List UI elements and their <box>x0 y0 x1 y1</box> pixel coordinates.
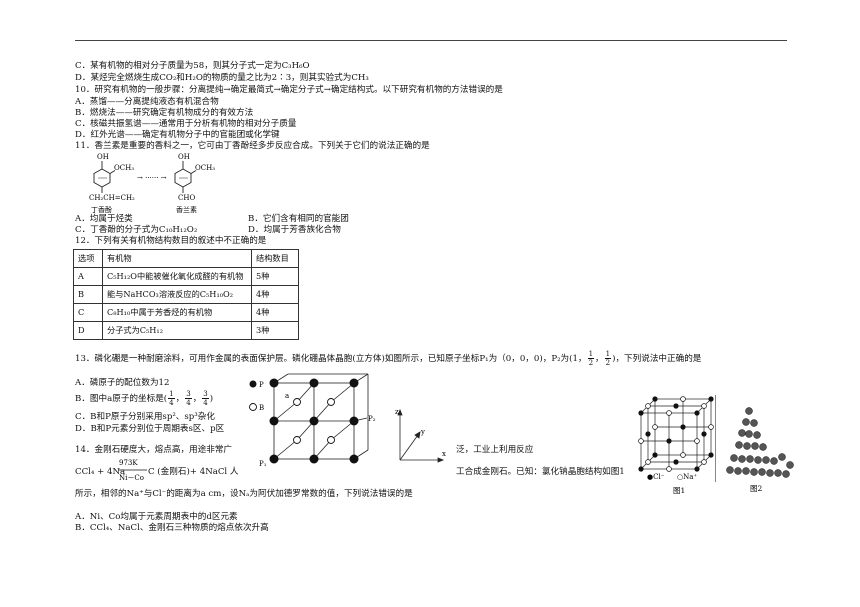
p-atom-legend <box>249 380 257 388</box>
table-cell: 4种 <box>251 285 299 304</box>
table-header: 选项 <box>73 249 103 268</box>
table-cell: 分子式为C₅H₁₂ <box>102 321 252 340</box>
label-a: a <box>285 392 289 400</box>
svg-text:z: z <box>395 408 399 416</box>
table-header-row: 选项 有机物 结构数目 <box>73 249 299 268</box>
option-c: C．B和P原子分别采用sp²、sp³杂化 <box>75 412 215 422</box>
svg-text:P: P <box>259 381 264 389</box>
figure-2-caption: 图2 <box>750 484 762 493</box>
figure-1-caption: 图1 <box>673 486 685 495</box>
table-cell: 4种 <box>251 303 299 322</box>
och3-label: OCH₃ <box>114 164 134 172</box>
svg-text:Ni－Co: Ni－Co <box>119 474 144 482</box>
table-row: A C₅H₁₂O中能被催化氧化成醛的有机物 5种 <box>73 267 299 286</box>
table-cell: B <box>73 285 103 304</box>
question-11: 11．香兰素是重要的香料之一，它可由丁香酚经多步反应合成。下列关于它们的说法正确… <box>75 141 430 151</box>
legend-cl: ●Cl⁻ <box>647 473 665 481</box>
option-a: A．蒸馏——分离提纯液态有机混合物 <box>75 97 219 107</box>
table-cell: 能与NaHCO₃溶液反应的C₅H₁₀O₂ <box>102 285 252 304</box>
vanillin-name: 香兰素 <box>176 205 197 214</box>
och3-label: OCH₃ <box>195 164 215 172</box>
oh-label: OH <box>178 153 190 161</box>
svg-text:973K: 973K <box>119 459 138 467</box>
table-cell: C₈H₁₀中属于芳香烃的有机物 <box>102 303 252 322</box>
table-cell: A <box>73 267 103 286</box>
table-cell: C <box>73 303 103 322</box>
oh-label: OH <box>97 153 109 161</box>
option-a: A．均属于烃类 <box>75 214 133 224</box>
reaction-equation-lhs: CCl₄ + 4Na <box>75 467 126 477</box>
text-line: C．某有机物的相对分子质量为58，则其分子式一定为C₃H₆O <box>75 61 310 71</box>
option-d: D．B和P元素分别位于周期表s区、p区 <box>75 424 225 434</box>
option-b: B．燃烧法——研究确定有机物成分的有效方法 <box>75 108 254 118</box>
svg-text:y: y <box>420 428 425 436</box>
table-cell: 5种 <box>251 267 299 286</box>
question-12: 12．下列有关有机物结构数目的叙述中不正确的是 <box>75 236 267 246</box>
stem-text: 13．磷化硼是一种耐磨涂料，可用作金属的表面保护层。磷化硼晶体晶胞(立方体)如图… <box>75 354 587 364</box>
question-13: 13．磷化硼是一种耐磨涂料，可用作金属的表面保护层。磷化硼晶体晶胞(立方体)如图… <box>75 350 702 367</box>
reaction-arrow: → ······ → <box>137 174 167 182</box>
question-14: 14．金刚石硬度大，熔点高，用途非常广 <box>75 445 233 455</box>
option-d: D．均属于芳香族化合物 <box>248 225 341 235</box>
nacl-cell-figure: ●Cl⁻ ○Na⁺ 图1 <box>638 396 714 495</box>
option-a: A．磷原子的配位数为12 <box>75 378 170 388</box>
legend-na: ○Na⁺ <box>677 473 697 481</box>
question-14-cont: 所示，相邻的Na⁺与Cl⁻的距离为a cm，设Nₐ为阿伏加德罗常数的值，下列说法… <box>75 489 413 499</box>
question-14-cont: 工合成金刚石。已知：氯化钠晶胞结构如图1 <box>456 467 625 477</box>
boron-phosphide-cell: P B a P₂ P₁ <box>249 373 376 468</box>
reaction-conditions: 973K Ni－Co <box>118 459 147 482</box>
nacl-packing-figure: 图2 <box>726 407 794 493</box>
option-c: C．核磁共振氢谱——通常用于分析有机物的相对分子质量 <box>75 119 297 129</box>
b-atom-legend <box>249 403 257 411</box>
option-b: B．它们含有相同的官能团 <box>248 214 349 224</box>
table-row: B 能与NaHCO₃溶液反应的C₅H₁₀O₂ 4种 <box>73 285 299 304</box>
text-line: D．某烃完全燃烧生成CO₂和H₂O的物质的量之比为2∶3，则其实验式为CH₃ <box>75 73 369 83</box>
table-cell: C₅H₁₂O中能被催化氧化成醛的有机物 <box>102 267 252 286</box>
table-cell: D <box>73 321 103 340</box>
reaction-equation-rhs: C (金刚石)+ 4NaCl 人 <box>148 467 239 477</box>
figure-divider <box>715 395 716 482</box>
question-10: 10．研究有机物的一般步骤：分离提纯→确定最简式→确定分子式→确定结构式。以下研… <box>75 85 503 95</box>
cho-label: CHO <box>178 194 195 202</box>
header-rule <box>75 40 787 41</box>
question-14-cont: 泛，工业上利用反应 <box>456 445 534 455</box>
label-p1: P₁ <box>259 460 267 468</box>
table-header: 结构数目 <box>251 249 299 268</box>
eugenol-vanillin-figure: OH OCH₃ CH₂CH=CH₂ → ······ → OH OCH₃ CHO… <box>89 153 215 214</box>
allyl-chain-label: CH₂CH=CH₂ <box>89 194 135 202</box>
table-header: 有机物 <box>102 249 252 268</box>
coordinate-axes: z y x <box>395 408 446 463</box>
table-row: C C₈H₁₀中属于芳香烃的有机物 4种 <box>73 303 299 322</box>
option-a: A．Ni、Co均属于元素周期表中的d区元素 <box>75 512 238 522</box>
option-d: D．红外光谱——确定有机物分子中的官能团或化学键 <box>75 130 280 140</box>
option-b: B．CCl₄、NaCl、金刚石三种物质的熔点依次升高 <box>75 523 269 533</box>
label-p2: P₂ <box>368 415 376 423</box>
eugenol-name: 丁香酚 <box>91 205 112 214</box>
structure-count-table: 选项 有机物 结构数目 A C₅H₁₂O中能被催化氧化成醛的有机物 5种 B 能… <box>73 249 299 340</box>
option-c: C．丁香酚的分子式为C₁₀H₁₂O₂ <box>75 225 198 235</box>
svg-text:x: x <box>442 450 446 458</box>
svg-text:B: B <box>259 404 264 412</box>
table-row: D 分子式为C₅H₁₂ 3种 <box>73 321 299 340</box>
table-cell: 3种 <box>251 321 299 340</box>
